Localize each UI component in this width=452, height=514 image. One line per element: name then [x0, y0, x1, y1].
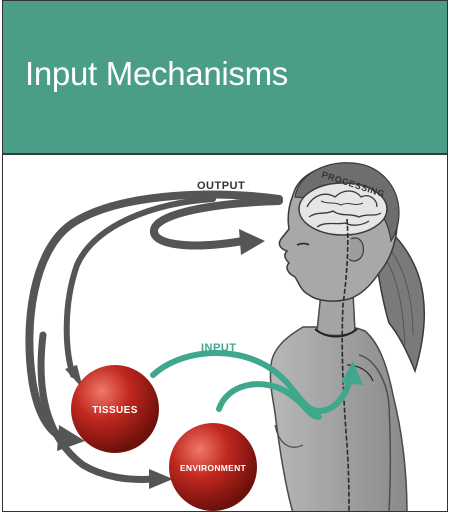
header-banner: Input Mechanisms [3, 1, 447, 155]
arrowhead-environment [149, 469, 173, 489]
arm-shape [358, 354, 392, 511]
output-arc-face [150, 197, 283, 250]
torso-shape [269, 325, 408, 511]
output-arrowheads [57, 229, 265, 489]
spinal-cord-line [341, 218, 350, 511]
eye-shape [296, 242, 310, 246]
input-arrowhead [341, 361, 363, 385]
output-arc-tissues [63, 196, 216, 378]
output-arc-outer [25, 190, 283, 443]
ear-shape [348, 237, 364, 262]
collar-line [314, 328, 358, 338]
environment-sphere [169, 423, 257, 511]
arrowhead-tissues-outer [57, 425, 85, 451]
input-arrows [150, 349, 354, 420]
environment-label: ENVIRONMENT [180, 463, 247, 473]
input-mechanisms-diagram: OUTPUT PROCESSING INPUT TISSUES ENVIRONM… [25, 162, 426, 511]
input-label: INPUT [201, 342, 237, 354]
tissues-label: TISSUES [92, 405, 138, 416]
input-arc-environment [216, 381, 322, 420]
output-label: OUTPUT [197, 180, 245, 192]
brain-icon [298, 182, 388, 236]
output-arc-environment [37, 331, 157, 483]
input-arc-tissues [150, 349, 354, 415]
arrowhead-face [239, 229, 265, 255]
tissues-sphere [71, 365, 159, 453]
page-title: Input Mechanisms [25, 55, 288, 92]
arrowhead-tissues-inner [65, 365, 83, 389]
human-figure [269, 162, 426, 511]
output-arrows [25, 190, 283, 483]
